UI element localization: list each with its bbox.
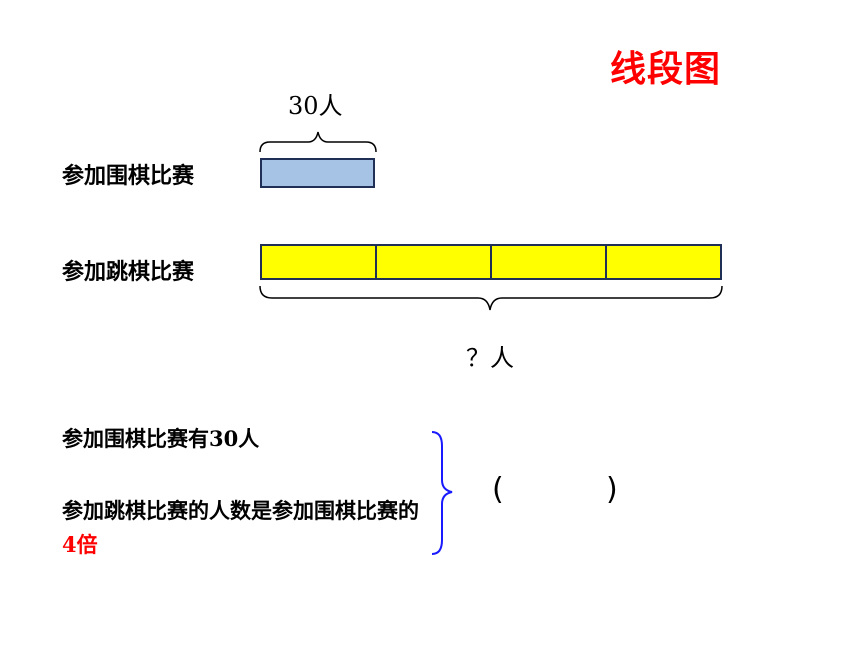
go-match-label: 参加围棋比赛 (62, 163, 195, 189)
top-brace (259, 131, 377, 153)
checkers-match-label: 参加跳棋比赛 (62, 259, 195, 285)
unknown-count-label: ？人 (466, 344, 514, 372)
bar-segment (262, 246, 377, 278)
fact-multiple-highlight: 4倍 (62, 532, 98, 557)
bar-segment (607, 246, 720, 278)
bar-segment (492, 246, 607, 278)
page-title: 线段图 (610, 49, 722, 90)
answer-paren-left: ( (492, 472, 504, 507)
fact-multiple: 参加跳棋比赛的人数是参加围棋比赛的 4倍 (62, 494, 422, 562)
top-count-label: 30人 (288, 92, 343, 120)
checkers-match-bar (260, 244, 722, 280)
bottom-brace (259, 285, 723, 311)
go-match-bar (260, 158, 375, 188)
facts-brace (431, 431, 453, 555)
fact-go-count: 参加围棋比赛有30人 (62, 426, 260, 451)
fact-multiple-text: 参加跳棋比赛的人数是参加围棋比赛的 (62, 498, 419, 523)
answer-paren-right: ) (606, 472, 618, 507)
bar-segment (377, 246, 492, 278)
